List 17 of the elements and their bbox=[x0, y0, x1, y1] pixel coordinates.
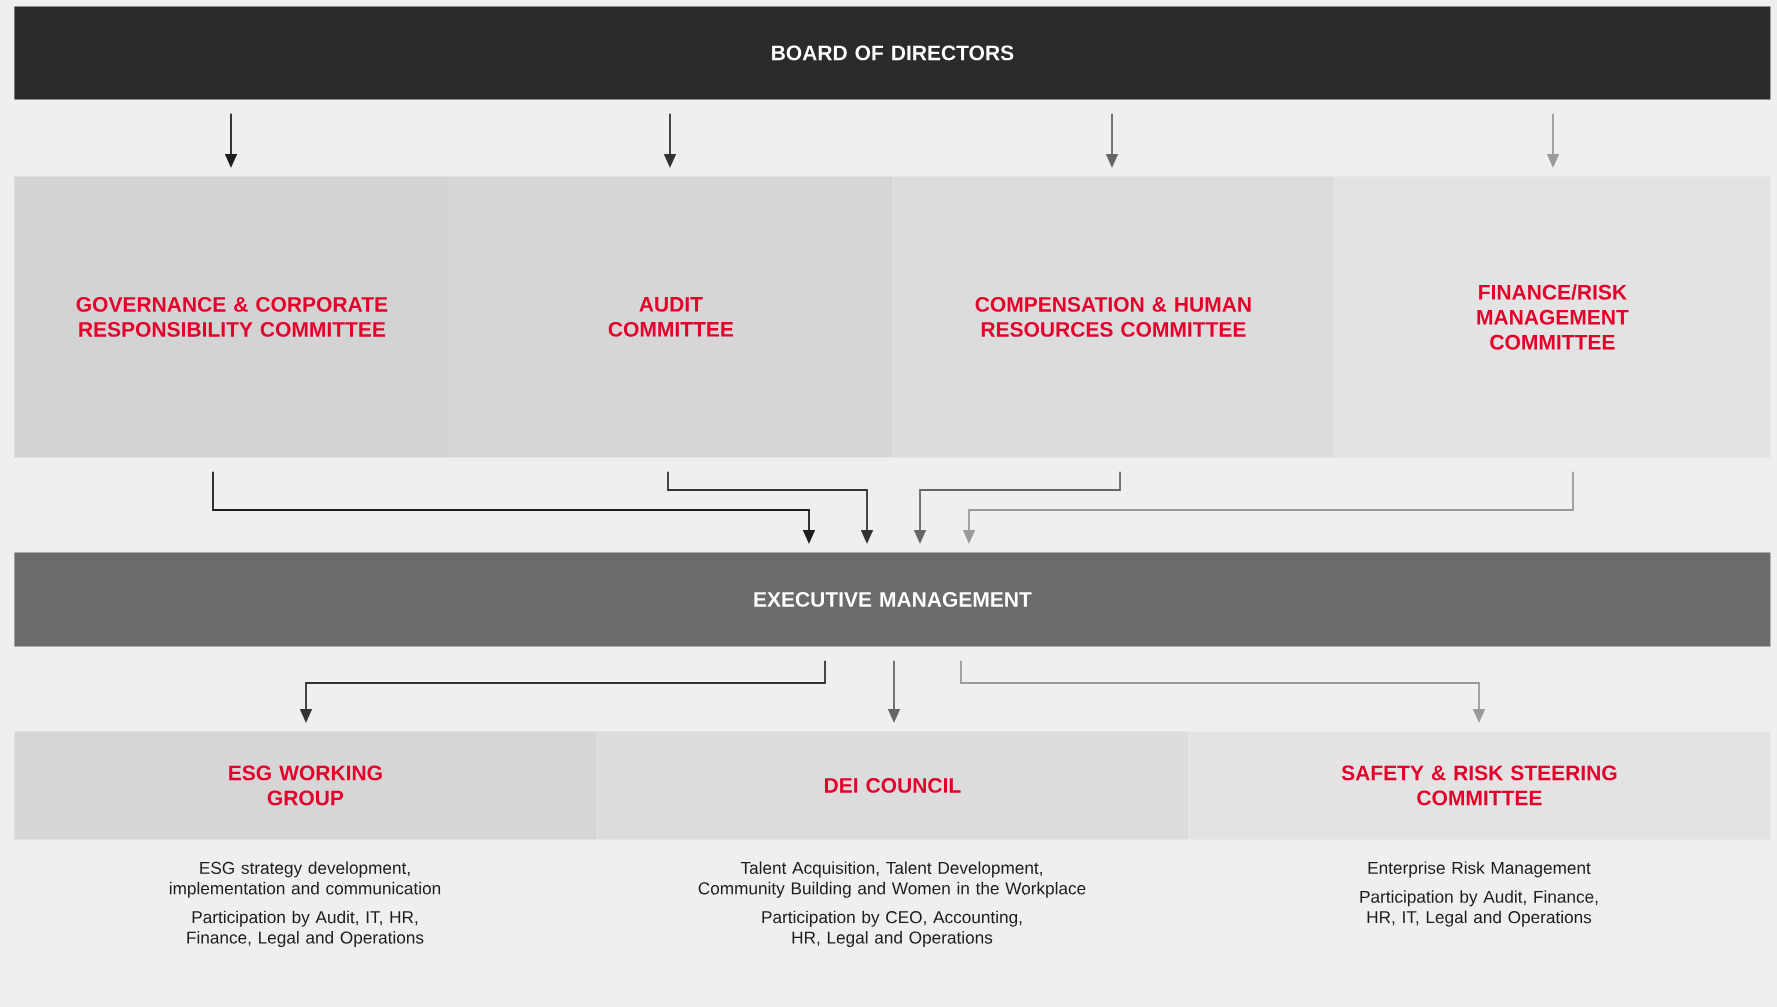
description-text: Talent Acquisition, Talent Development, Community Building and Women in the Workplace bbox=[698, 861, 1086, 898]
committee-box: AUDIT COMMITTEE bbox=[449, 176, 893, 458]
description-text: Participation by CEO, Accounting, HR, Legal and Operations bbox=[762, 910, 1022, 948]
description-text: ESG strategy development, implementation and communication bbox=[169, 861, 441, 898]
header-bar: BOARD OF DIRECTORS bbox=[14, 6, 1771, 100]
header-bar: EXECUTIVE MANAGEMENT bbox=[14, 552, 1771, 647]
group-box: DEI COUNCIL bbox=[596, 731, 1189, 840]
node-label: AUDIT COMMITTEE bbox=[608, 297, 734, 337]
group-box: SAFETY & RISK STEERING COMMITTEE bbox=[1188, 731, 1771, 840]
committee-box: FINANCE/RISK MANAGEMENT COMMITTEE bbox=[1334, 176, 1771, 458]
description-text: Enterprise Risk Management bbox=[1368, 861, 1591, 878]
committee-box: COMPENSATION & HUMAN RESOURCES COMMITTEE bbox=[892, 176, 1335, 458]
description-text: Participation by Audit, IT, HR, Finance, Legal and Operations bbox=[187, 910, 424, 948]
group-box: ESG WORKING GROUP bbox=[14, 731, 597, 840]
committee-box: GOVERNANCE & CORPORATE RESPONSIBILITY COMMITTEE bbox=[14, 176, 450, 458]
node-label: GOVERNANCE & CORPORATE RESPONSIBILITY COMMITTEE bbox=[76, 296, 388, 337]
description-text: Participation by Audit, Finance, HR, IT, Legal and Operations bbox=[1360, 890, 1598, 927]
